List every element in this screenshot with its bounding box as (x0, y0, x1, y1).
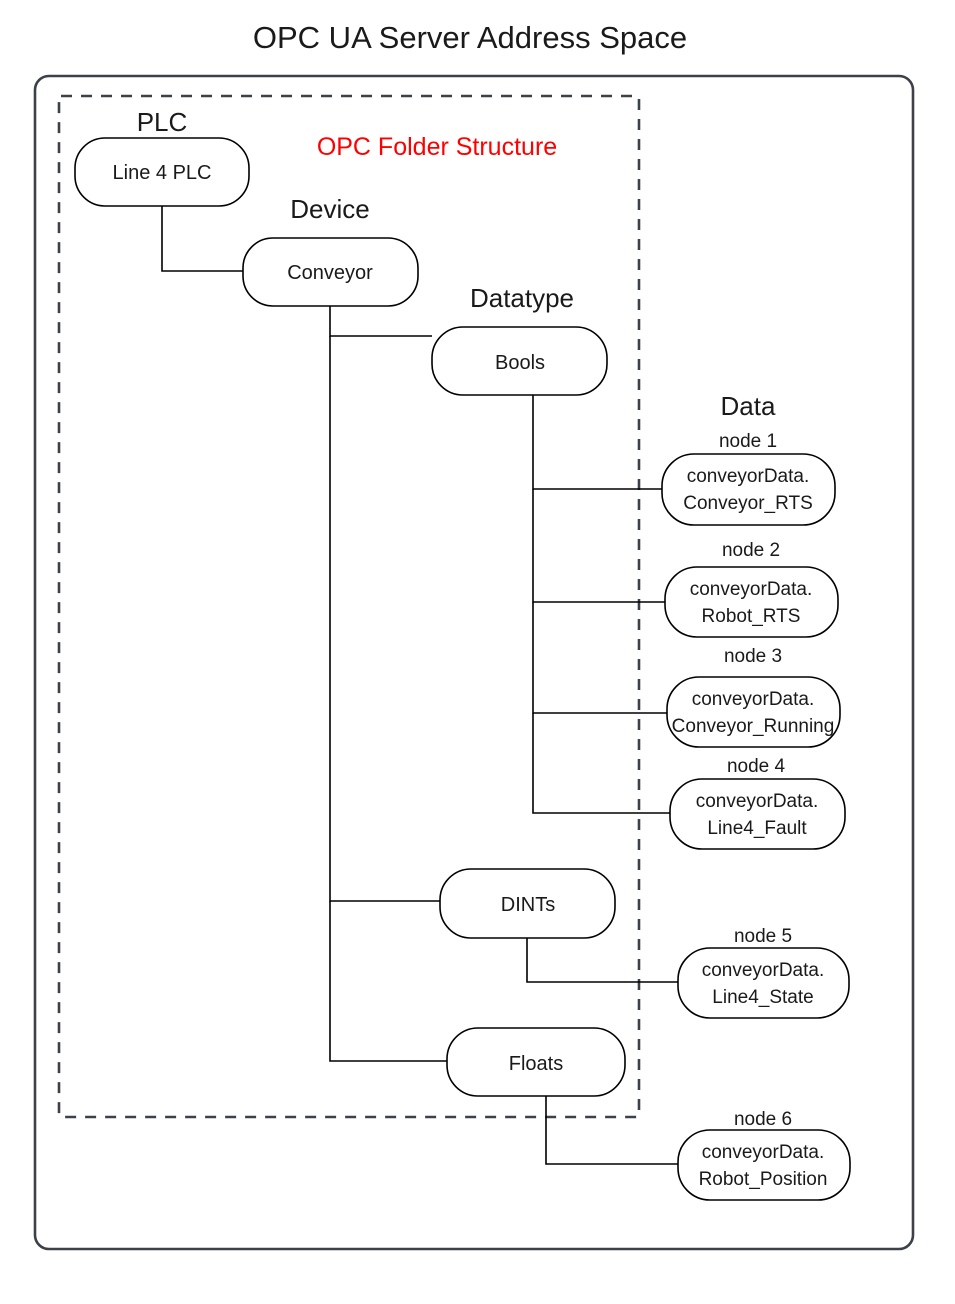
data-node-2-caption: node 2 (722, 540, 780, 561)
data-node-6[interactable]: node 6 conveyorData. Robot_Position (677, 1109, 851, 1201)
data-node-4[interactable]: node 4 conveyorData. Line4_Fault (669, 756, 846, 850)
node-bools-shape (431, 326, 608, 396)
data-node-2-line1: conveyorData. (690, 579, 813, 600)
edge-dints-to-node5 (526, 938, 678, 983)
node-conveyor-shape (242, 237, 419, 307)
node-line4-plc-shape (74, 137, 250, 207)
data-node-1[interactable]: node 1 conveyorData. Conveyor_RTS (661, 431, 836, 526)
data-node-4-line2: Line4_Fault (707, 818, 807, 839)
node-bools[interactable]: Bools (431, 326, 608, 396)
node-dints-label: DINTs (501, 894, 555, 916)
data-node-5-line2: Line4_State (712, 987, 813, 1008)
edge-plc-to-conveyor (161, 205, 243, 272)
page-title: OPC UA Server Address Space (253, 20, 687, 55)
data-node-2[interactable]: node 2 conveyorData. Robot_RTS (664, 540, 839, 638)
data-node-3[interactable]: node 3 conveyorData. Conveyor_Running (666, 646, 841, 748)
edge-conveyor-to-floats (329, 901, 447, 1062)
data-node-5[interactable]: node 5 conveyorData. Line4_State (677, 926, 850, 1019)
node-dints[interactable]: DINTs (439, 868, 616, 939)
data-node-1-shape (661, 453, 836, 526)
node-line4-plc[interactable]: Line 4 PLC (74, 137, 250, 207)
node-floats[interactable]: Floats (446, 1027, 626, 1097)
data-node-5-shape (677, 947, 850, 1019)
data-node-2-line2: Robot_RTS (702, 606, 801, 627)
data-node-1-line2: Conveyor_RTS (683, 493, 813, 514)
data-node-2-shape (664, 566, 839, 638)
data-node-4-shape (669, 778, 846, 850)
node-line4-plc-label: Line 4 PLC (113, 162, 212, 184)
data-node-3-caption: node 3 (724, 646, 782, 667)
data-node-3-line1: conveyorData. (692, 689, 815, 710)
data-node-4-caption: node 4 (727, 756, 786, 777)
opc-folder-structure-frame (57, 94, 641, 1119)
data-node-5-caption: node 5 (734, 926, 792, 947)
node-bools-label: Bools (495, 352, 545, 374)
data-node-1-line1: conveyorData. (687, 466, 810, 487)
node-conveyor-label: Conveyor (287, 262, 373, 284)
edge-bools-to-node4 (532, 713, 670, 814)
data-node-6-line2: Robot_Position (699, 1169, 828, 1190)
group-label-data: Data (721, 391, 776, 421)
data-node-3-line2: Conveyor_Running (672, 716, 835, 737)
data-node-5-line1: conveyorData. (702, 960, 825, 981)
edge-floats-to-node6 (545, 1096, 678, 1165)
node-floats-shape (446, 1027, 626, 1097)
data-node-6-line1: conveyorData. (702, 1142, 825, 1163)
data-node-6-shape (677, 1129, 851, 1201)
node-conveyor[interactable]: Conveyor (242, 237, 419, 307)
data-node-4-line1: conveyorData. (696, 791, 819, 812)
data-node-6-caption: node 6 (734, 1109, 792, 1130)
group-label-device: Device (290, 194, 369, 224)
group-label-plc: PLC (137, 107, 188, 137)
node-floats-label: Floats (509, 1053, 563, 1075)
data-node-3-shape (666, 676, 841, 748)
data-node-1-caption: node 1 (719, 431, 777, 452)
node-dints-shape (439, 868, 616, 939)
group-label-datatype: Datatype (470, 283, 574, 313)
opc-folder-structure-label: OPC Folder Structure (317, 133, 557, 161)
